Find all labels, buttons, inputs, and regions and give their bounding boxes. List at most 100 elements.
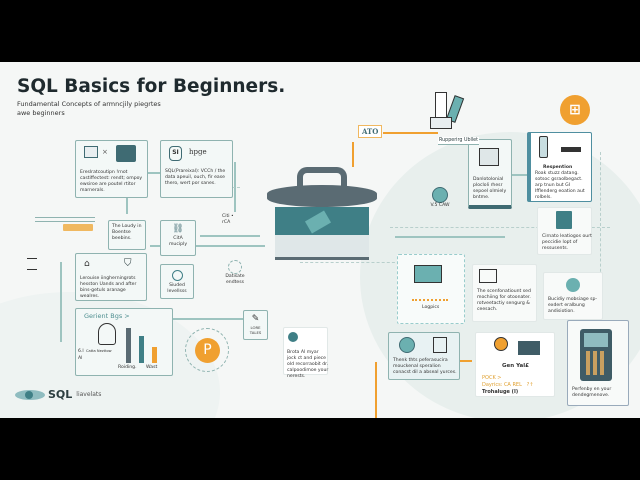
card-cirnato: Cirnato leatiogos ourt peccidie lopt of …	[537, 207, 592, 255]
connector	[395, 236, 505, 238]
card-siuded: Siuded levellsss	[160, 264, 194, 299]
chart-label: Wast	[146, 365, 158, 370]
card-brota: Brota Al myar jock ct and piece old reco…	[283, 327, 328, 379]
card-thenk: Thenk thts peferasucira mouckenal speral…	[388, 332, 460, 380]
stack-icon	[35, 217, 95, 231]
chart-bar	[139, 336, 144, 363]
chart-label: Al	[78, 356, 83, 361]
document-icon	[433, 337, 447, 353]
connector	[148, 172, 160, 174]
card-bucidiy: Bucidiy mobsiage sp-exdert eralbung andi…	[543, 272, 603, 320]
connector	[512, 174, 527, 176]
globe-icon	[432, 187, 448, 203]
rupper-label: Rupperirg Ubllet	[438, 137, 480, 145]
globe-icon	[399, 337, 415, 353]
documents-icon	[430, 92, 470, 132]
spreadsheet-icon	[84, 146, 98, 158]
card-text: Cirnato leatiogos ourt peccidie lopt of …	[542, 234, 592, 251]
card-chart: Gerient Bgs > 6.l Al Catta Nezttow Roidi…	[75, 308, 173, 376]
code-line: POCK >	[482, 375, 502, 381]
card-heading: Respention	[543, 165, 573, 170]
database-icon: SI	[169, 146, 182, 161]
menu-icon	[27, 258, 37, 270]
card-text: Bucidiy mobsiage sp-exdert eralbung andi…	[548, 297, 598, 314]
list-item: sotsoc gsraolbegact.	[535, 176, 583, 182]
card-text: LORE TALES	[249, 324, 262, 335]
eye-logo-icon	[15, 389, 45, 400]
card-text: Siuded levellsss	[167, 283, 187, 294]
ticket-icon: ⛓	[172, 224, 184, 234]
card-phone: Perfenby en your dendegmenove.	[567, 320, 629, 406]
chart-label: Catta Nezttow	[86, 349, 112, 353]
infographic-canvas: SQL Basics for Beginners. Fundamental Co…	[0, 62, 640, 418]
page-title: SQL Basics for Beginners.	[17, 76, 286, 97]
connector	[200, 235, 260, 237]
pot-icon: ⌂	[84, 259, 90, 269]
shield-icon: ⛉	[124, 258, 132, 269]
chart-icon	[412, 293, 448, 301]
gauge-icon	[171, 270, 183, 281]
dashed-connector	[300, 262, 400, 263]
connector	[352, 142, 354, 167]
gear-icon	[494, 337, 508, 351]
signal-icon	[228, 260, 242, 274]
card-text: Danlotolonial plocloli rhesr sepoel olmi…	[473, 177, 507, 200]
card-heading: Gen Yal£	[502, 363, 529, 369]
card-text: Ereslratcoutipn !rnot castiffectest: ren…	[80, 170, 143, 193]
chart-label: Roiding.	[118, 365, 137, 370]
logo-word: SQL	[48, 388, 73, 401]
code-icon	[518, 341, 540, 355]
list-item: arp tnun but GI	[535, 182, 571, 188]
flow-icon	[479, 269, 497, 283]
respention-list: Roak stuzz datang. sotsoc gsraolbegact. …	[535, 171, 593, 201]
code-line: Dayrics: CA REL ?↑	[482, 382, 534, 388]
card-sql: SI hpge SQL(Prareixal): VCCh / the data …	[160, 140, 233, 198]
card-text: SQL(Prareixal): VCCh / the data apeuil, …	[165, 169, 226, 186]
fish-icon	[566, 278, 580, 292]
connector	[460, 360, 472, 362]
card-heading: hpge	[189, 148, 207, 156]
badge-ring: P	[185, 328, 229, 372]
card-lore: ✎ LORE TALES	[243, 310, 268, 340]
chart-bar	[126, 328, 131, 363]
list-item: Roak stuzz datang.	[535, 171, 579, 176]
card-genyalt: Gen Yal£ POCK > Dayrics: CA REL ?↑ Troha…	[475, 332, 555, 397]
connector	[383, 132, 438, 134]
bottle-icon	[539, 136, 548, 158]
card-text: Lerouise iingherningrots hesston Uands a…	[80, 276, 137, 299]
card-text: V.5 CAW	[430, 203, 450, 208]
document-icon	[556, 211, 572, 229]
list-item: Ifflenderg eoation aut rolbels.	[535, 188, 585, 200]
chart-bar	[152, 347, 157, 363]
card-text: Perfenby en your dendegmenove.	[572, 387, 612, 398]
connector	[60, 262, 62, 342]
footer-logo: SQL liavelats	[15, 388, 101, 401]
card-text: Datisate endtess	[225, 274, 245, 285]
card-text: The Loudy in Boentse beebins.	[112, 224, 142, 241]
phone-icon	[580, 329, 612, 381]
card-cita: ⛓ CitA muciply	[160, 220, 196, 256]
times-icon: ×	[102, 148, 108, 156]
card-heading: Gerient Bgs >	[84, 312, 130, 320]
dashed-connector	[390, 227, 610, 228]
tree-icon	[288, 332, 298, 342]
p-badge-icon: P	[195, 338, 220, 363]
card-scenfonat: The scenfonatiount sed mochiing for otoo…	[472, 264, 537, 322]
card-danlot: Danlotolonial plocloli rhesr sepoel olmi…	[468, 139, 512, 209]
subtitle-line: awe beginners	[17, 109, 65, 117]
chart-label: 6.l	[78, 349, 84, 354]
card-logpics: Logpics	[397, 254, 465, 324]
datisate-node: Datisate endtess	[220, 260, 250, 286]
globe-node: V.5 CAW	[425, 187, 455, 209]
connector	[140, 318, 250, 320]
ticket-icon	[561, 147, 581, 152]
code-line: Trohaluge (I)	[482, 389, 519, 395]
ato-label: ATO	[358, 125, 383, 138]
card-text: Logpics	[422, 305, 440, 310]
card-text: Brota Al myar jock ct and piece old reco…	[287, 350, 329, 379]
monitor-icon	[414, 265, 442, 283]
head-icon	[98, 323, 116, 345]
connector	[126, 198, 128, 214]
database-illustration	[267, 167, 377, 282]
connector	[150, 245, 265, 247]
